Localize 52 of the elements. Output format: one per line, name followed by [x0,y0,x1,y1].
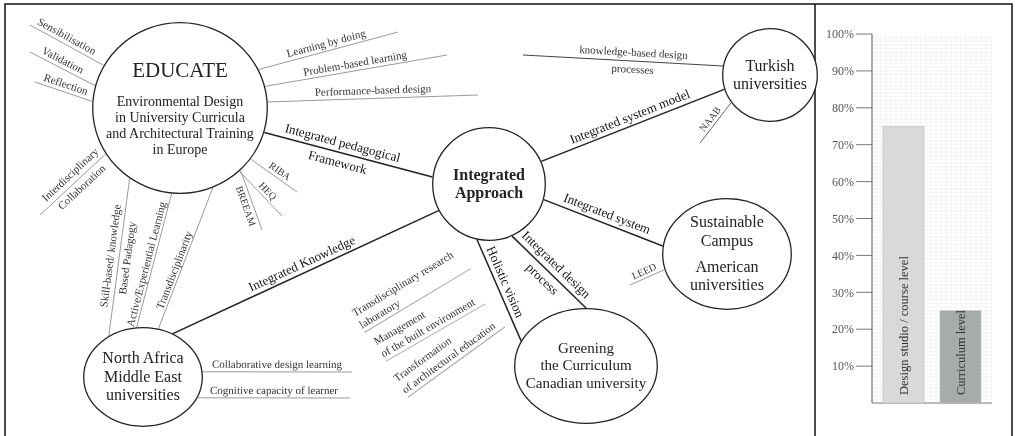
tick-label: 20% [832,322,854,337]
node-heading: EDUCATE [132,57,228,82]
connector-line [29,51,96,87]
node-text: Environmental Design in University Curricula and Architectural Training in Europe [106,93,254,159]
connector-line [108,178,131,337]
connector-line [250,158,298,193]
bar-label: Curriculum level [953,309,968,395]
edge-label: Performance-based design [314,82,431,99]
node-text: Sustainable Campus [690,213,764,250]
connector-line [511,235,587,309]
connector-line [39,153,107,216]
connector-line [240,169,263,231]
connector-line [238,170,283,217]
connector-line [258,31,399,70]
connector-line [263,131,434,178]
connector-line [629,269,666,286]
edge-label: LEED [630,260,659,282]
edge-label: Collaborative design learning [212,357,343,370]
connector-line [699,102,732,144]
tick-label: 50% [832,211,854,226]
connector-line [197,397,351,399]
connector-line [157,187,214,330]
connector-line [543,198,664,247]
tick-label: 90% [832,64,854,79]
connector-line [29,24,105,66]
bar-label: Design studio / course level [896,256,911,395]
tick-label: 60% [832,174,854,189]
node-text: American universities [690,258,764,295]
connector-line [202,371,353,373]
ellipse-node [662,198,792,310]
connector-line [476,239,522,342]
node-text: North Africa Middle East universities [102,349,184,405]
connector-line [522,54,724,67]
connector-line [264,54,448,87]
connector-line [540,88,726,163]
connector-line [267,94,479,103]
edge-label: Cognitive capacity of learner [209,383,338,397]
connector-line [172,209,440,335]
tick-label: 40% [832,248,854,263]
connector-line [34,81,93,102]
edge-label: knowledge-based design processes [577,42,688,79]
node-text: Turkish universities [733,56,807,94]
ellipse-node [83,327,203,427]
tick-label: 10% [832,359,854,374]
node-text: Integrated Approach [453,165,525,203]
ellipse-node [722,28,818,122]
tick-label: 100% [826,27,854,42]
connector-line [136,193,173,328]
tick-label: 70% [832,137,854,152]
tick-label: 80% [832,101,854,115]
node-text: Greening the Curriculum Canadian university [525,340,647,392]
tick-label: 30% [832,285,854,300]
